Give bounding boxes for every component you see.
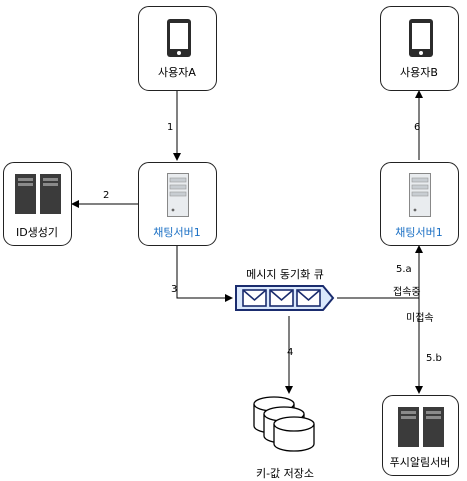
user-a-label: 사용자A xyxy=(158,66,196,79)
chat-server-left-node xyxy=(138,162,217,246)
edge-4-label: 4 xyxy=(287,347,294,358)
edge-2-label: 2 xyxy=(103,190,110,201)
push-server-node xyxy=(382,395,459,476)
chat-server-right-label: 채팅서버1 xyxy=(395,226,443,239)
server-rack-icon xyxy=(15,174,61,214)
user-b-node xyxy=(380,6,459,91)
edge-5b-label: 5.b xyxy=(426,353,442,364)
edge-3 xyxy=(176,246,233,302)
server-icon xyxy=(409,173,431,217)
kv-store-label: 키-값 저장소 xyxy=(255,467,315,480)
not-connected-label: 미접속 xyxy=(406,313,434,324)
user-a-node xyxy=(138,6,217,91)
user-b-label: 사용자B xyxy=(400,66,438,79)
smartphone-icon xyxy=(409,19,433,57)
message-queue-icon xyxy=(235,285,335,311)
smartphone-icon xyxy=(167,19,191,57)
kv-store-icon xyxy=(253,396,315,452)
push-server-label: 푸시알림서버 xyxy=(389,456,451,469)
server-rack-icon xyxy=(398,407,444,447)
edge-3-label: 3 xyxy=(171,284,178,295)
id-generator-label: ID생성기 xyxy=(15,226,59,239)
server-icon xyxy=(167,173,189,217)
chat-server-left-label: 채팅서버1 xyxy=(153,226,201,239)
edge-6-label: 6 xyxy=(414,122,421,133)
queue-label: 메시지 동기화 큐 xyxy=(246,268,324,281)
chat-server-right-node xyxy=(380,162,459,246)
id-generator-node xyxy=(3,162,72,246)
edge-1-label: 1 xyxy=(167,122,174,133)
connected-label: 접속중 xyxy=(393,287,421,298)
edge-5a-label: 5.a xyxy=(396,264,412,275)
